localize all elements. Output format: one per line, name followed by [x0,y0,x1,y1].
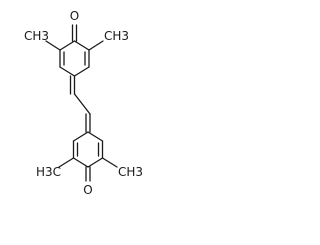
bottom-ring-bond-6 [87,157,104,168]
bottom-left-methyl-label: H3C [36,165,61,179]
top-right-methyl-bond [88,40,104,51]
bottom-ring-bond-2 [87,131,104,142]
bottom-oxygen-label: O [83,183,92,197]
ethanediylidene-linker [69,75,91,133]
top-oxygen-label: O [70,9,79,23]
top-left-methyl-bond [45,40,61,51]
bottom-quinone-ring [58,131,118,182]
molecule-drawing: O CH3 CH3 H3C CH3 O [24,9,143,197]
bottom-right-methyl-bond [101,157,118,168]
bottom-left-methyl-bond [58,157,75,168]
bottom-right-methyl-label: CH3 [118,165,143,179]
bottom-ring-bond-1 [72,131,89,142]
top-ring-bond-1 [59,40,76,51]
top-ring-bond-2 [73,40,90,51]
structure-diagram: O CH3 CH3 H3C CH3 O [0,0,153,240]
top-quinone-ring [45,24,104,77]
top-ring-bond-5 [59,66,76,77]
top-ring-bond-6 [73,66,90,77]
top-left-methyl-label: CH3 [24,29,49,43]
linker-single [73,93,91,115]
bottom-ring-bond-5 [72,157,89,168]
top-right-methyl-label: CH3 [104,29,129,43]
